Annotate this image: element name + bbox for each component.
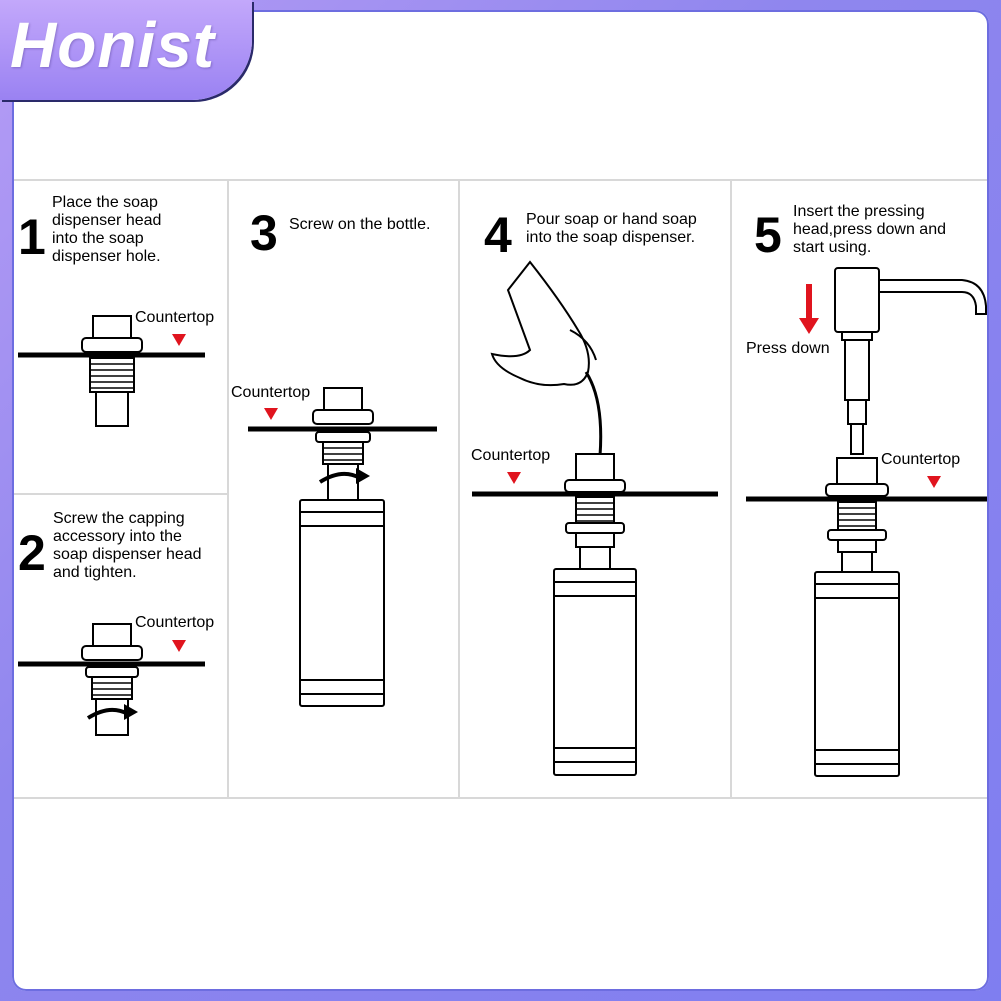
step-4-countertop-marker xyxy=(507,472,521,484)
step-1: 1 Place the soap dispenser head into the… xyxy=(18,194,214,427)
step-1-line-4: dispenser hole. xyxy=(52,248,161,265)
step-1-line-2: dispenser head xyxy=(52,212,161,229)
step-4-bottle xyxy=(553,568,637,776)
step-2-line-3: soap dispenser head xyxy=(53,546,202,563)
step-4-line-1: Pour soap or hand soap xyxy=(526,211,697,228)
step-3-flange xyxy=(312,409,374,425)
step-5-pump-tip xyxy=(850,423,864,455)
step-3-countertop-label: Countertop xyxy=(231,384,310,401)
step-1-flange xyxy=(81,337,143,353)
step-2-rotate-arrowhead xyxy=(124,704,138,720)
brand-tab: Honist xyxy=(0,0,252,100)
step-4-thread xyxy=(575,496,615,524)
step-1-line-3: into the soap xyxy=(52,230,144,247)
step-5-press-arrow-shaft xyxy=(806,284,812,320)
step-5-press-down-label: Press down xyxy=(746,340,830,357)
step-4: 4 Pour soap or hand soap into the soap d… xyxy=(471,207,718,776)
step-2-line-4: and tighten. xyxy=(53,564,137,581)
step-1-countertop-marker xyxy=(172,334,186,346)
step-5-line-1: Insert the pressing xyxy=(793,203,925,220)
step-5-line-2: head,press down and xyxy=(793,221,946,238)
step-5: 5 Insert the pressing head,press down an… xyxy=(746,203,987,777)
step-3-capping-nut xyxy=(315,431,371,443)
step-2-number: 2 xyxy=(18,525,46,581)
step-5-spout xyxy=(878,279,987,315)
step-3-number: 3 xyxy=(250,205,278,261)
step-3: 3 Screw on the bottle. Countertop xyxy=(231,205,437,707)
step-5-pump-stem xyxy=(844,339,870,401)
brand-logo: Honist xyxy=(10,9,216,81)
step-1-dispenser-head xyxy=(92,315,132,339)
step-5-line-3: start using. xyxy=(793,239,871,256)
step-4-number: 4 xyxy=(484,207,512,263)
step-5-pump-collar xyxy=(841,331,873,341)
step-5-countertop-marker xyxy=(927,476,941,488)
step-5-dispenser-head xyxy=(836,457,878,485)
step-4-soap-bottle xyxy=(490,260,590,387)
step-4-neck xyxy=(579,546,611,570)
step-1-countertop-label: Countertop xyxy=(135,309,214,326)
step-5-pump-rod xyxy=(847,399,867,425)
step-1-line-1: Place the soap xyxy=(52,194,158,211)
step-5-number: 5 xyxy=(754,207,782,263)
step-3-countertop-marker xyxy=(264,408,278,420)
step-2-countertop-label: Countertop xyxy=(135,614,214,631)
step-1-thread xyxy=(89,357,135,393)
step-4-countertop-label: Countertop xyxy=(471,447,550,464)
step-3-rotate-arrowhead xyxy=(356,468,370,484)
step-2-dispenser-head xyxy=(92,623,132,647)
step-5-capping-nut xyxy=(827,529,887,541)
step-4-dispenser-head xyxy=(575,453,615,481)
step-4-soap-stream xyxy=(584,371,603,457)
step-4-flange xyxy=(564,479,626,493)
step-2-tube xyxy=(95,698,129,736)
step-4-capping-nut xyxy=(565,522,625,534)
step-5-press-arrow-head xyxy=(799,318,819,334)
step-5-pump-head xyxy=(834,267,880,333)
step-4-line-2: into the soap dispenser. xyxy=(526,229,695,246)
step-1-tube xyxy=(95,391,129,427)
step-1-number: 1 xyxy=(18,209,46,265)
step-2-line-2: accessory into the xyxy=(53,528,182,545)
step-5-countertop-label: Countertop xyxy=(881,451,960,468)
step-2-line-1: Screw the capping xyxy=(53,510,185,527)
step-3-neck xyxy=(327,463,359,501)
step-2-capping-nut xyxy=(85,666,139,678)
step-5-neck-thread xyxy=(837,539,877,553)
step-3-bottle xyxy=(299,499,385,707)
step-5-flange xyxy=(825,483,889,497)
step-5-neck xyxy=(841,551,873,573)
step-2: 2 Screw the capping accessory into the s… xyxy=(18,510,214,736)
step-4-neck-thread xyxy=(575,532,615,548)
step-2-flange xyxy=(81,645,143,661)
step-3-dispenser-head xyxy=(323,387,363,411)
step-3-line-1: Screw on the bottle. xyxy=(289,216,430,233)
step-5-bottle xyxy=(814,571,900,777)
step-2-countertop-marker xyxy=(172,640,186,652)
